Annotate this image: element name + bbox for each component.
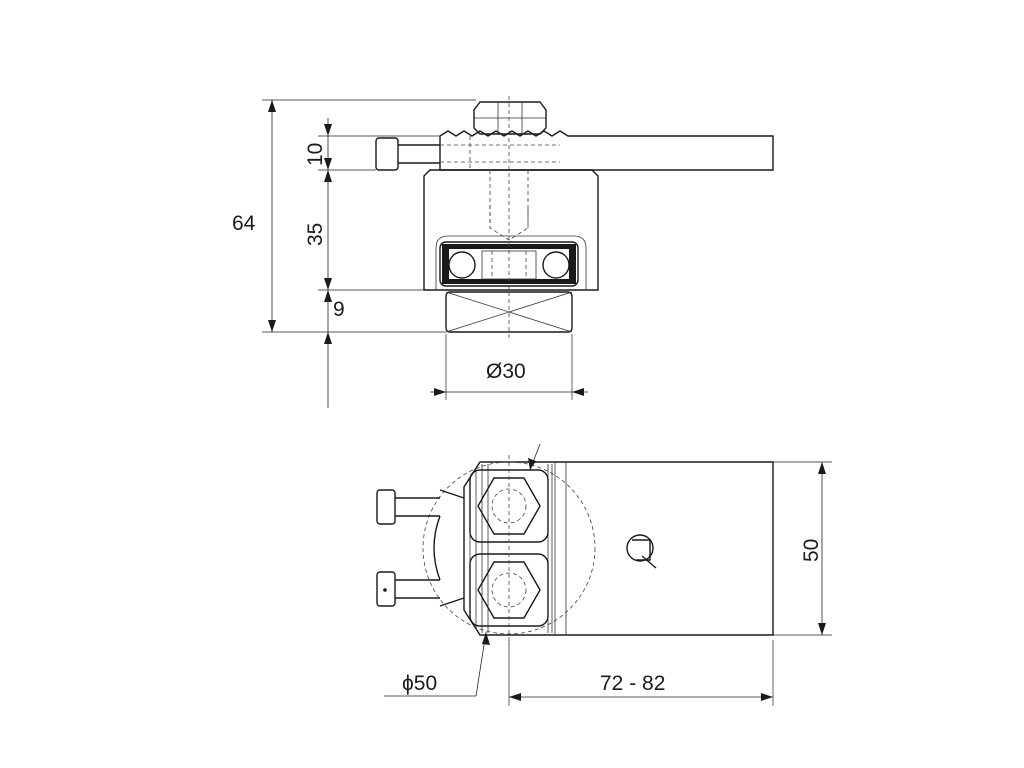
dim-chain: 10 35 9 bbox=[304, 118, 345, 408]
side-extension-lines bbox=[262, 99, 573, 400]
top-nut bbox=[473, 101, 547, 135]
dim-total-height-label: 64 bbox=[232, 212, 256, 235]
dim-wheel-diameter-label: Ø30 bbox=[486, 360, 526, 383]
dim-wheel-height-label: 9 bbox=[333, 298, 345, 321]
dim-top-length: 72 - 82 bbox=[508, 640, 774, 706]
dim-housing-height-label: 35 bbox=[304, 223, 327, 246]
dim-top-length-label: 72 - 82 bbox=[600, 672, 665, 695]
top-body bbox=[463, 461, 774, 636]
top-pins bbox=[376, 489, 465, 607]
dim-top-wheel-diameter: ϕ50 bbox=[384, 443, 541, 697]
dim-total-height: 64 bbox=[232, 100, 276, 332]
dim-top-wheel-diameter-label: ϕ50 bbox=[402, 672, 437, 695]
dim-wheel-diameter: Ø30 bbox=[430, 360, 588, 396]
handle-bar bbox=[439, 130, 774, 171]
dim-top-width-label: 50 bbox=[800, 539, 823, 562]
side-view: 64 10 35 9 Ø30 bbox=[232, 96, 774, 408]
marking-symbol bbox=[626, 534, 657, 569]
dim-handle-thickness-label: 10 bbox=[304, 143, 327, 166]
wheel bbox=[445, 291, 573, 333]
stop-pin bbox=[375, 137, 440, 171]
top-view: 50 ϕ50 72 - 82 bbox=[376, 443, 832, 706]
dim-top-width: 50 bbox=[773, 461, 832, 636]
